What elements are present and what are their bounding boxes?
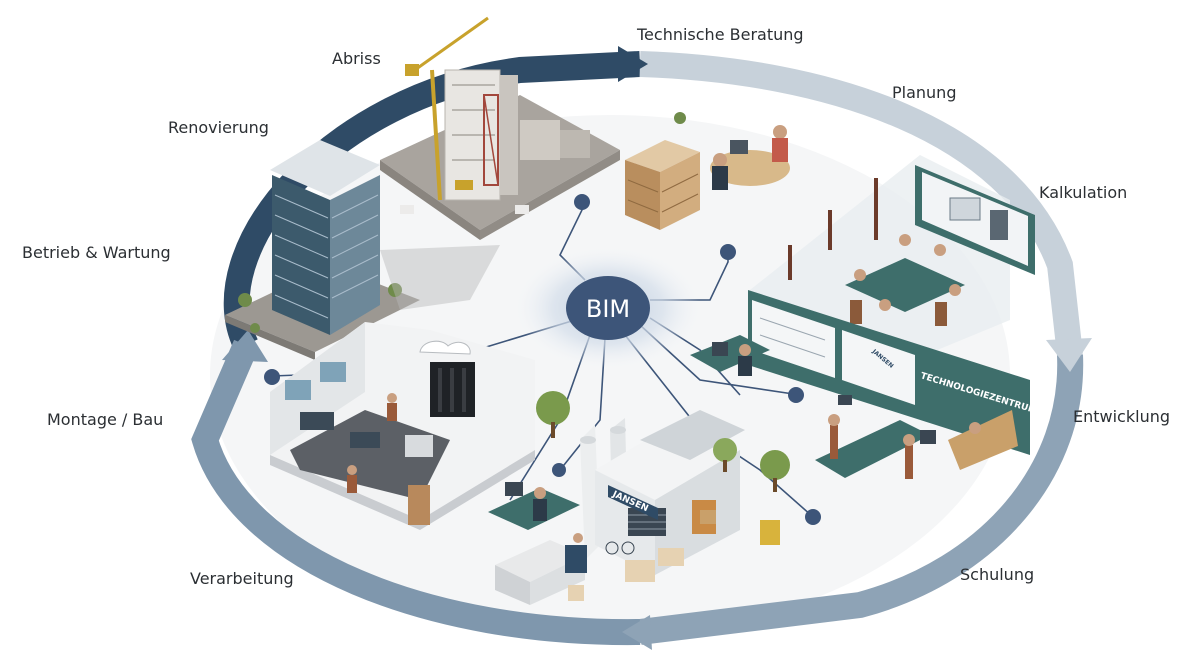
stage-label-kalkulation: Kalkulation xyxy=(1039,183,1128,202)
office-tower-illustration xyxy=(225,140,420,360)
trees xyxy=(536,391,790,492)
bim-hub-circle xyxy=(566,276,650,340)
ring-arrow-bottom xyxy=(622,615,652,650)
factory-illustration: JANSEN xyxy=(580,410,780,582)
connector-dot xyxy=(788,387,804,403)
connector-dot xyxy=(552,463,566,477)
connector-dot xyxy=(574,194,590,210)
stage-label-abriss: Abriss xyxy=(332,49,381,68)
tree-trunk xyxy=(723,460,727,472)
stage-label-planung: Planung xyxy=(892,83,957,102)
tree-trunk xyxy=(773,478,777,492)
stage-label-schulung: Schulung xyxy=(960,565,1035,584)
shadow-plane xyxy=(380,245,500,310)
development-workspace-illustration xyxy=(690,335,1018,479)
connector-dot xyxy=(720,244,736,260)
planning-meeting-illustration xyxy=(625,112,790,230)
technology-center-wall: TECHNOLOGIEZENTRUM JANSEN xyxy=(748,290,1038,455)
ring-arrow-left xyxy=(222,330,268,362)
tree xyxy=(760,450,790,480)
stage-label-verarbeitung: Verarbeitung xyxy=(190,569,294,588)
tree-trunk xyxy=(551,422,555,438)
processing-workspace-illustration xyxy=(488,482,587,605)
bim-hub-label: BIM xyxy=(586,295,630,323)
connector-dot xyxy=(805,509,821,525)
stage-label-entwicklung: Entwicklung xyxy=(1073,407,1170,426)
workshop-illustration xyxy=(270,322,535,530)
stage-label-renovierung: Renovierung xyxy=(168,118,269,137)
stage-label-technische-beratung: Technische Beratung xyxy=(637,25,804,44)
ring-arrow-right xyxy=(1046,338,1092,372)
connector-dots xyxy=(264,194,821,525)
ring-segment-processing xyxy=(191,339,641,646)
ring-segment-development xyxy=(638,354,1084,645)
tree xyxy=(713,438,737,462)
ring-arrow-top xyxy=(618,46,648,82)
construction-site-illustration xyxy=(380,16,620,240)
connector-dot xyxy=(264,369,280,385)
stage-label-montage-bau: Montage / Bau xyxy=(47,410,164,429)
tree xyxy=(536,391,570,425)
stage-label-betrieb-wartung: Betrieb & Wartung xyxy=(22,243,171,262)
bim-hub: BIM xyxy=(516,248,700,368)
ring-segment-planning xyxy=(639,51,1083,357)
